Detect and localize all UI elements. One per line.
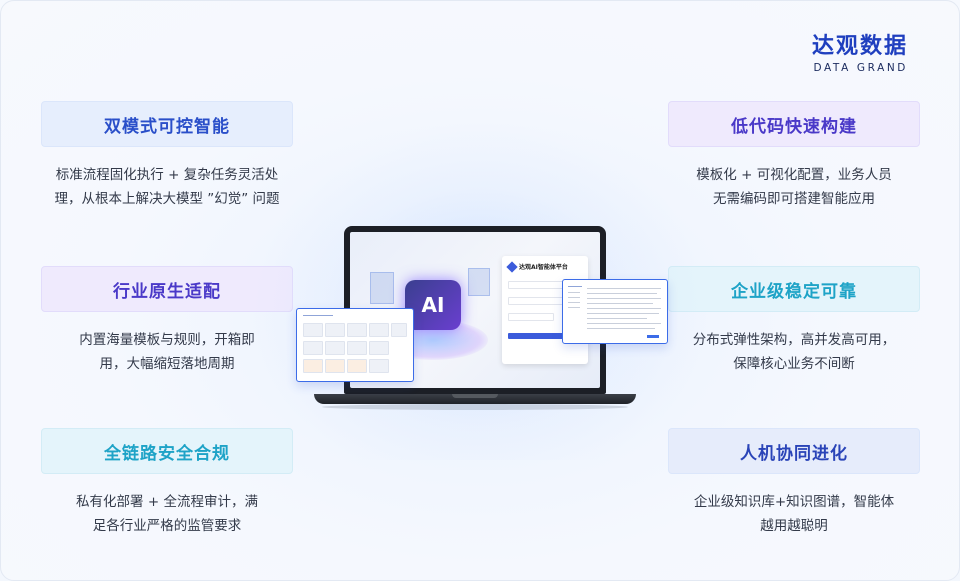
deco-block (468, 268, 490, 296)
desc-line: 保障核心业务不间断 (733, 356, 855, 372)
feature-title: 全链路安全合规 (41, 428, 293, 474)
feature-desc: 内置海量模板与规则，开箱即 用，大幅缩短落地周期 (41, 328, 293, 376)
doc-line (587, 293, 657, 295)
template-tile (369, 341, 389, 355)
doc-line (568, 292, 580, 294)
feature-title: 企业级稳定可靠 (668, 266, 920, 312)
template-tile (325, 341, 345, 355)
desc-line: 模板化 + 可视化配置，业务人员 (696, 167, 892, 183)
window-header-line (303, 315, 333, 317)
feature-desc: 模板化 + 可视化配置，业务人员 无需编码即可搭建智能应用 (668, 163, 920, 211)
doc-line (587, 308, 661, 310)
template-tile (347, 323, 367, 337)
doc-line (587, 318, 647, 320)
template-tile (347, 341, 367, 355)
doc-line (587, 323, 661, 325)
logo-name-cn: 达观数据 (811, 34, 908, 59)
doc-line (587, 313, 659, 315)
template-tile (369, 359, 389, 373)
feature-desc: 企业级知识库+知识图谱，智能体 越用越聪明 (668, 490, 920, 538)
desc-line: 无需编码即可搭建智能应用 (713, 191, 875, 207)
template-tile (325, 359, 345, 373)
template-tile (325, 323, 345, 337)
doc-line (568, 307, 580, 309)
doc-line (587, 328, 655, 330)
ai-chip-icon: AI (405, 280, 461, 330)
doc-line (568, 297, 580, 299)
feature-stable: 企业级稳定可靠 分布式弹性架构，高并发高可用， 保障核心业务不间断 (668, 266, 920, 376)
template-tile (303, 341, 323, 355)
brand-logo: 达观数据 DATA GRAND (812, 34, 908, 74)
desc-line: 标准流程固化执行 + 复杂任务灵活处 (55, 167, 279, 183)
desc-line: 越用越聪明 (760, 518, 828, 534)
desc-line: 内置海量模板与规则，开箱即 (79, 332, 255, 348)
feature-desc: 标准流程固化执行 + 复杂任务灵活处 理，从根本上解决大模型 ”幻觉” 问题 (41, 163, 293, 211)
template-tile (391, 323, 407, 337)
desc-line: 私有化部署 + 全流程审计，满 (76, 494, 258, 510)
doc-action-line (647, 335, 659, 338)
login-title-text: 达观AI智能体平台 (519, 264, 568, 271)
feature-title: 低代码快速构建 (668, 101, 920, 147)
feature-low-code: 低代码快速构建 模板化 + 可视化配置，业务人员 无需编码即可搭建智能应用 (668, 101, 920, 211)
feature-industry: 行业原生适配 内置海量模板与规则，开箱即 用，大幅缩短落地周期 (41, 266, 293, 376)
laptop-base (314, 394, 636, 404)
template-tile (347, 359, 367, 373)
desc-line: 分布式弹性架构，高并发高可用， (692, 332, 896, 348)
doc-line (587, 303, 653, 305)
deco-block (370, 272, 394, 304)
diamond-logo-icon (506, 260, 518, 273)
feature-title: 行业原生适配 (41, 266, 293, 312)
document-window (562, 279, 668, 344)
laptop-notch (452, 394, 498, 398)
template-tile (303, 359, 323, 373)
feature-title: 双模式可控智能 (41, 101, 293, 147)
desc-line: 足各行业严格的监管要求 (92, 518, 242, 534)
template-window (296, 308, 414, 382)
doc-line (568, 286, 582, 288)
feature-title: 人机协同进化 (668, 428, 920, 474)
desc-line: 理，从根本上解决大模型 ”幻觉” 问题 (54, 191, 280, 207)
doc-line (587, 288, 661, 290)
captcha-input[interactable] (508, 313, 555, 321)
template-tile (369, 323, 389, 337)
doc-line (568, 302, 580, 304)
feature-desc: 分布式弹性架构，高并发高可用， 保障核心业务不间断 (668, 328, 920, 376)
template-tile (303, 323, 323, 337)
laptop-shadow (322, 404, 628, 410)
login-title: 达观AI智能体平台 (506, 260, 582, 273)
feature-dual-mode: 双模式可控智能 标准流程固化执行 + 复杂任务灵活处 理，从根本上解决大模型 ”… (41, 101, 293, 211)
logo-name-en: DATA GRAND (813, 62, 908, 74)
desc-line: 企业级知识库+知识图谱，智能体 (693, 494, 895, 510)
feature-security: 全链路安全合规 私有化部署 + 全流程审计，满 足各行业严格的监管要求 (41, 428, 293, 538)
feature-evolution: 人机协同进化 企业级知识库+知识图谱，智能体 越用越聪明 (668, 428, 920, 538)
desc-line: 用，大幅缩短落地周期 (99, 356, 235, 372)
feature-desc: 私有化部署 + 全流程审计，满 足各行业严格的监管要求 (41, 490, 293, 538)
doc-line (587, 298, 661, 300)
login-button[interactable] (508, 333, 582, 339)
